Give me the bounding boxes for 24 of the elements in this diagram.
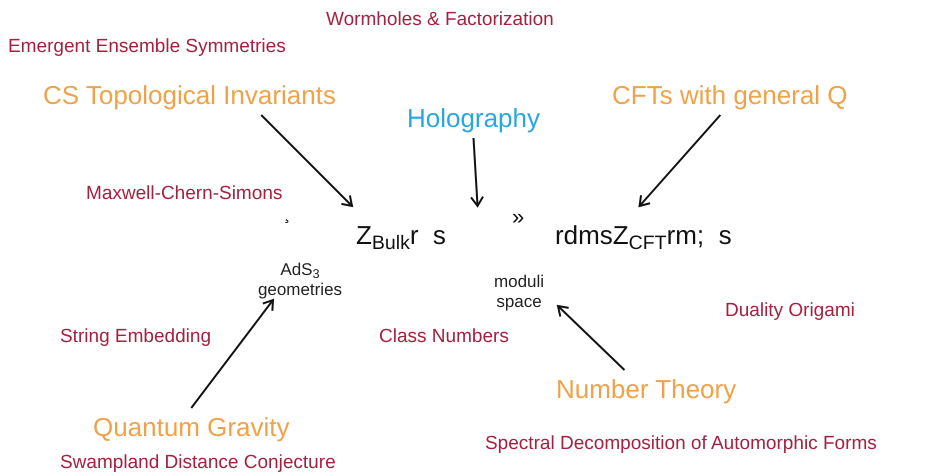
- topic-label: CS Topological Invariants: [43, 76, 336, 115]
- topic-label: Duality Origami: [725, 299, 855, 323]
- topic-label: Holography: [407, 99, 540, 138]
- formula-part: Z$_{Bulk}$r s: [356, 220, 446, 250]
- topic-label: String Embedding: [60, 325, 212, 349]
- topic-label: Quantum Gravity: [93, 408, 290, 447]
- topic-label: Maxwell-Chern-Simons: [86, 182, 282, 206]
- arrow: [260, 114, 353, 207]
- topic-label: Class Numbers: [379, 325, 509, 349]
- formula-part: rdmsZ$_{CFT}$rm; s: [555, 220, 732, 250]
- topic-label: Wormholes & Factorization: [326, 8, 554, 32]
- arrow: [470, 138, 484, 207]
- topic-label: ¸: [284, 202, 290, 226]
- formula-part: »: [512, 203, 524, 231]
- node-text: AdS$_{3}$ geometries: [246, 260, 354, 300]
- topic-label: Emergent Ensemble Symmetries: [8, 35, 286, 59]
- arrow: [557, 305, 626, 371]
- topic-label: Swampland Distance Conjecture: [60, 451, 336, 473]
- topic-label: Spectral Decomposition of Automorphic Forms: [485, 432, 877, 456]
- topic-label: Number Theory: [556, 370, 736, 409]
- arrow: [190, 299, 274, 409]
- topic-label: CFTs with general Q: [612, 76, 848, 115]
- node-text: moduli space: [480, 272, 558, 312]
- arrow: [638, 114, 722, 207]
